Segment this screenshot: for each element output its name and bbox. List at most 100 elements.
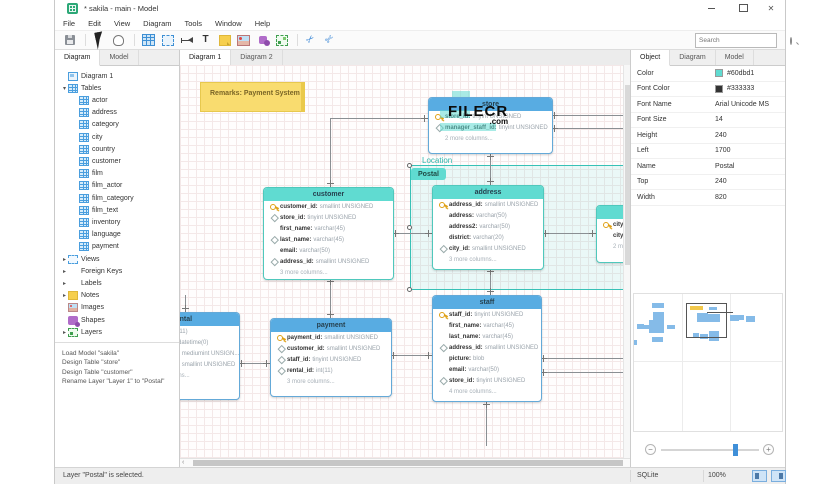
tree-item-diagram-1[interactable]: Diagram 1 [61,70,113,82]
new-layer-button[interactable] [273,33,290,48]
property-value[interactable]: 1700 [715,147,731,154]
chevron-right-icon[interactable]: ▸ [62,256,66,263]
tree-item-views[interactable]: ▸Views [61,253,100,265]
new-shape-button[interactable] [254,33,271,48]
save-button[interactable] [61,33,78,48]
menu-file[interactable]: File [63,18,76,28]
tree-item-city[interactable]: city [72,131,103,143]
diagram-tab-diagram-2[interactable]: Diagram 2 [231,50,283,65]
tree-item-inventory[interactable]: inventory [72,216,120,228]
minimize-button[interactable] [700,1,722,15]
tree-item-language[interactable]: language [72,229,121,241]
tree-item-customer[interactable]: customer [72,155,121,167]
toggle-left-pane-button[interactable] [752,470,767,482]
tree-item-images[interactable]: Images [61,302,104,314]
tree-item-film_text[interactable]: film_text [72,204,118,216]
menu-view[interactable]: View [114,18,131,28]
property-value[interactable]: Arial Unicode MS [715,101,769,108]
chevron-right-icon[interactable]: ▸ [62,280,66,287]
tree-item-country[interactable]: country [72,143,115,155]
tree-item-payment[interactable]: payment [72,241,119,253]
new-note-button[interactable] [216,33,233,48]
property-row-font-color[interactable]: Font Color#333333 [631,82,785,97]
close-button[interactable]: ✕ [767,3,775,13]
search-input[interactable] [696,37,790,44]
tree-item-tables[interactable]: ▾Tables [61,82,101,94]
er-table-rental[interactable]: rentalrental_id:int(11)rental_date:datet… [180,312,240,400]
tree-item-address[interactable]: address [72,107,117,119]
menu-edit[interactable]: Edit [88,18,102,28]
property-value[interactable]: 820 [715,194,727,201]
menu-diagram[interactable]: Diagram [143,18,172,28]
tree-item-notes[interactable]: ▸Notes [61,290,99,302]
snap-to-grid-button[interactable]: ✂ [303,33,320,48]
property-value[interactable]: 240 [715,132,727,139]
tree-item-foreign-keys[interactable]: ▸Foreign Keys [61,265,122,277]
label-location[interactable]: Location [422,156,453,165]
layer-selection-handle[interactable] [407,163,412,168]
chevron-down-icon[interactable]: ▾ [62,85,66,92]
maximize-button[interactable] [732,1,754,15]
tree-item-shapes[interactable]: Shapes [61,314,105,327]
layer-tab-postal[interactable]: Postal [411,168,447,180]
zoom-slider-thumb[interactable] [733,444,738,456]
property-value[interactable]: Postal [715,163,734,170]
new-image-button[interactable] [235,33,252,48]
layer-selection-handle[interactable] [407,225,412,230]
tree-item-category[interactable]: category [72,119,119,131]
minimap[interactable] [633,293,783,432]
property-value[interactable]: #60dbd1 [715,69,754,78]
tree-item-actor[interactable]: actor [72,94,108,106]
pan-tool-button[interactable] [110,33,127,48]
tree-item-film_category[interactable]: film_category [72,192,134,204]
property-value[interactable]: 14 [715,116,723,123]
tree-item-film_actor[interactable]: film_actor [72,180,122,192]
new-foreign-key-button[interactable] [178,33,195,48]
menu-window[interactable]: Window [215,18,242,28]
zoom-out-button[interactable]: − [645,444,656,455]
new-table-button[interactable] [140,33,157,48]
diagram-tab-diagram-1[interactable]: Diagram 1 [180,50,232,66]
properties-tab-model[interactable]: Model [716,50,754,65]
tree-item-labels[interactable]: ▸Labels [61,277,102,289]
property-value[interactable]: #333333 [715,84,754,93]
chevron-right-icon[interactable]: ▸ [62,329,66,336]
properties-tab-diagram[interactable]: Diagram [670,50,716,65]
sidebar-tab-diagram[interactable]: Diagram [55,50,101,66]
horizontal-scroll-thumb[interactable] [193,460,623,466]
scroll-left-arrow[interactable]: ‹ [182,459,185,466]
menu-tools[interactable]: Tools [184,18,203,28]
vertical-scroll-thumb[interactable] [625,85,630,265]
properties-tab-object[interactable]: Object [631,50,671,66]
sidebar-tab-model[interactable]: Model [100,50,139,65]
new-label-button[interactable]: T [197,33,214,48]
vertical-scrollbar[interactable] [623,65,630,458]
zoom-in-button[interactable]: + [763,444,774,455]
minimap-viewport-box[interactable] [686,303,727,338]
new-view-button[interactable] [159,33,176,48]
tree-item-film[interactable]: film [72,168,103,180]
tree-item-layers[interactable]: ▸Layers [61,326,102,338]
property-value[interactable]: 240 [715,178,727,185]
horizontal-scrollbar[interactable]: ‹ [180,458,630,467]
auto-layout-button[interactable]: ✄ [322,33,339,48]
chevron-right-icon[interactable]: ▸ [62,268,66,275]
chevron-right-icon[interactable]: ▸ [62,293,66,300]
toggle-right-pane-button[interactable] [771,470,786,482]
property-row-color[interactable]: Color#60dbd1 [631,66,785,82]
search-box[interactable] [695,33,792,48]
note-remarks[interactable]: Remarks: Payment System [200,82,305,112]
menu-help[interactable]: Help [254,18,271,28]
